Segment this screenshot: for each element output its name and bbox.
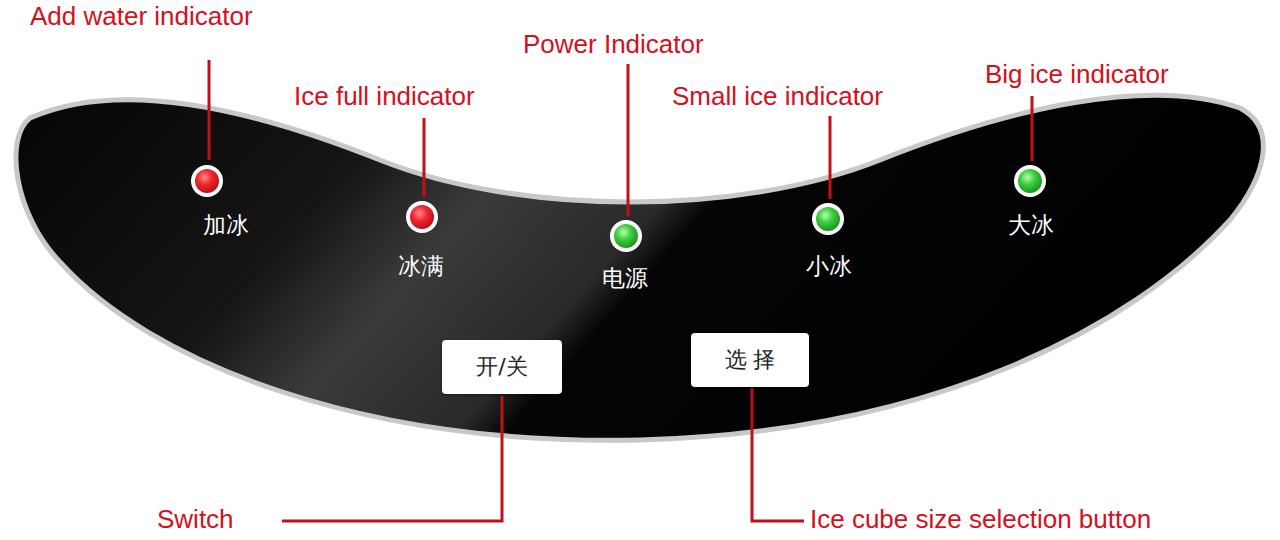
callout-label: Ice full indicator <box>294 82 475 112</box>
leader-line <box>208 60 211 160</box>
callout-label: Add water indicator <box>30 2 253 32</box>
indicator-label: 加冰 <box>203 212 249 238</box>
callout-label: Big ice indicator <box>985 60 1169 90</box>
led-ring <box>1014 165 1046 197</box>
indicator-label: 冰满 <box>398 253 444 279</box>
indicator-label: 大冰 <box>1008 212 1054 238</box>
button-key: 开/关 <box>442 340 562 394</box>
led-ring <box>610 220 642 252</box>
leader-line <box>829 116 832 199</box>
leds <box>191 165 1046 252</box>
led-ring <box>812 203 844 235</box>
red-led <box>410 205 434 229</box>
callout-label: Switch <box>157 505 234 535</box>
leader-line <box>752 388 804 521</box>
green-led <box>614 224 638 248</box>
green-led <box>1018 169 1042 193</box>
callout-label: Ice cube size selection button <box>810 505 1151 535</box>
leader-lines <box>209 60 1032 521</box>
led-ring <box>406 201 438 233</box>
red-led <box>195 169 219 193</box>
callout-label: Small ice indicator <box>672 82 883 112</box>
button-text: 选 择 <box>725 345 776 375</box>
indicator-label: 小冰 <box>806 253 852 279</box>
leader-line <box>1031 96 1034 161</box>
led-ring <box>191 165 223 197</box>
button-key: 选 择 <box>691 333 809 387</box>
green-led <box>816 207 840 231</box>
control-panel <box>16 95 1263 440</box>
callout-label: Power Indicator <box>523 30 704 60</box>
leader-line <box>282 396 502 521</box>
leader-line <box>627 64 630 216</box>
leader-line <box>423 118 426 197</box>
indicator-label: 电源 <box>602 265 648 291</box>
button-text: 开/关 <box>476 352 527 382</box>
